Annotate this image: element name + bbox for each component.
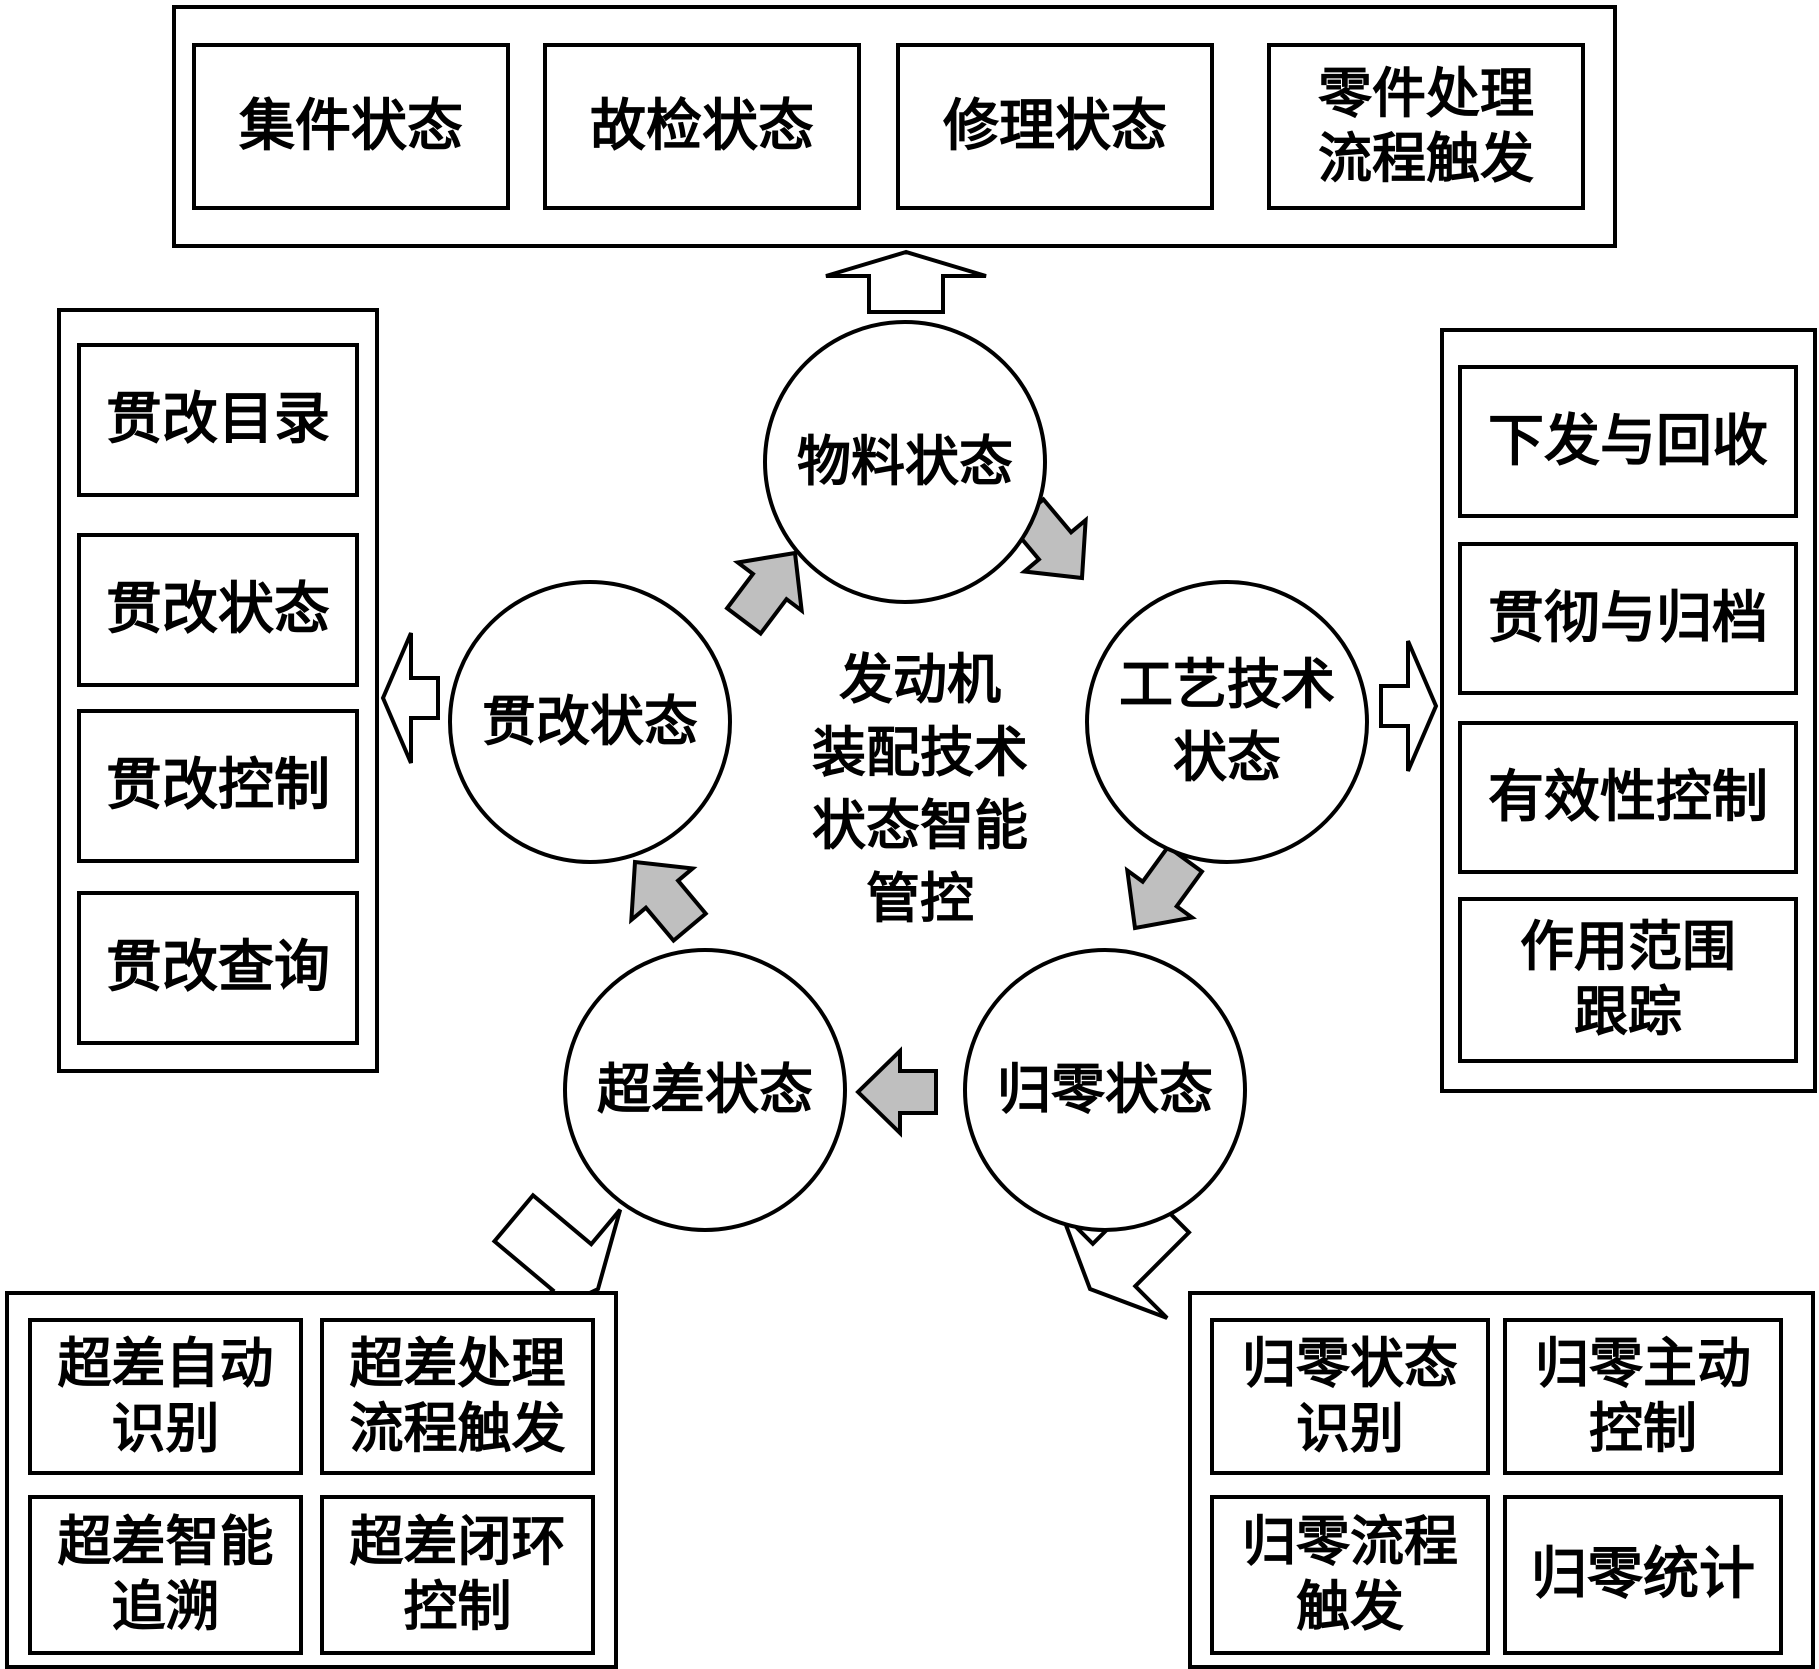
node-material-status: 物料状态 <box>763 320 1047 604</box>
right-item-validity-control: 有效性控制 <box>1458 721 1798 874</box>
node-process-tech-status: 工艺技术 状态 <box>1085 580 1369 864</box>
cycle-arrow-tolerance-to-implementation <box>629 859 709 944</box>
out-arrow-material-to-top <box>825 249 987 314</box>
right-item-scope-tracking: 作用范围 跟踪 <box>1458 897 1798 1063</box>
left-item-control: 贯改控制 <box>77 709 359 863</box>
out-arrow-process-to-right <box>1379 640 1439 772</box>
right-item-issue-recall: 下发与回收 <box>1458 365 1798 518</box>
cycle-arrow-zeroing-to-tolerance <box>855 1046 938 1138</box>
cycle-arrow-implementation-to-material <box>724 550 805 637</box>
top-item-fault-inspection: 故检状态 <box>543 43 861 210</box>
right-item-implement-archive: 贯彻与归档 <box>1458 542 1798 695</box>
cycle-arrow-process-to-zeroing <box>1124 844 1205 931</box>
br-item-process-trigger: 归零流程 触发 <box>1210 1495 1490 1655</box>
bl-item-closed-loop: 超差闭环 控制 <box>320 1495 595 1655</box>
out-arrow-implementation-to-left <box>380 632 440 764</box>
br-item-identify: 归零状态 识别 <box>1210 1318 1490 1475</box>
left-item-status: 贯改状态 <box>77 533 359 687</box>
bl-item-auto-identify: 超差自动 识别 <box>28 1318 303 1475</box>
br-item-active-control: 归零主动 控制 <box>1503 1318 1783 1475</box>
node-implementation-status: 贯改状态 <box>448 580 732 864</box>
bl-item-process-trigger: 超差处理 流程触发 <box>320 1318 595 1475</box>
top-item-assembly-kit: 集件状态 <box>192 43 510 210</box>
left-item-directory: 贯改目录 <box>77 343 359 497</box>
top-item-repair: 修理状态 <box>896 43 1214 210</box>
node-zeroing-status: 归零状态 <box>963 948 1247 1232</box>
node-tolerance-status: 超差状态 <box>563 948 847 1232</box>
top-item-part-process-trigger: 零件处理 流程触发 <box>1267 43 1585 210</box>
bl-item-smart-trace: 超差智能 追溯 <box>28 1495 303 1655</box>
center-title: 发动机 装配技术 状态智能 管控 <box>812 648 1028 930</box>
left-item-query: 贯改查询 <box>77 891 359 1045</box>
br-item-statistics: 归零统计 <box>1503 1495 1783 1655</box>
